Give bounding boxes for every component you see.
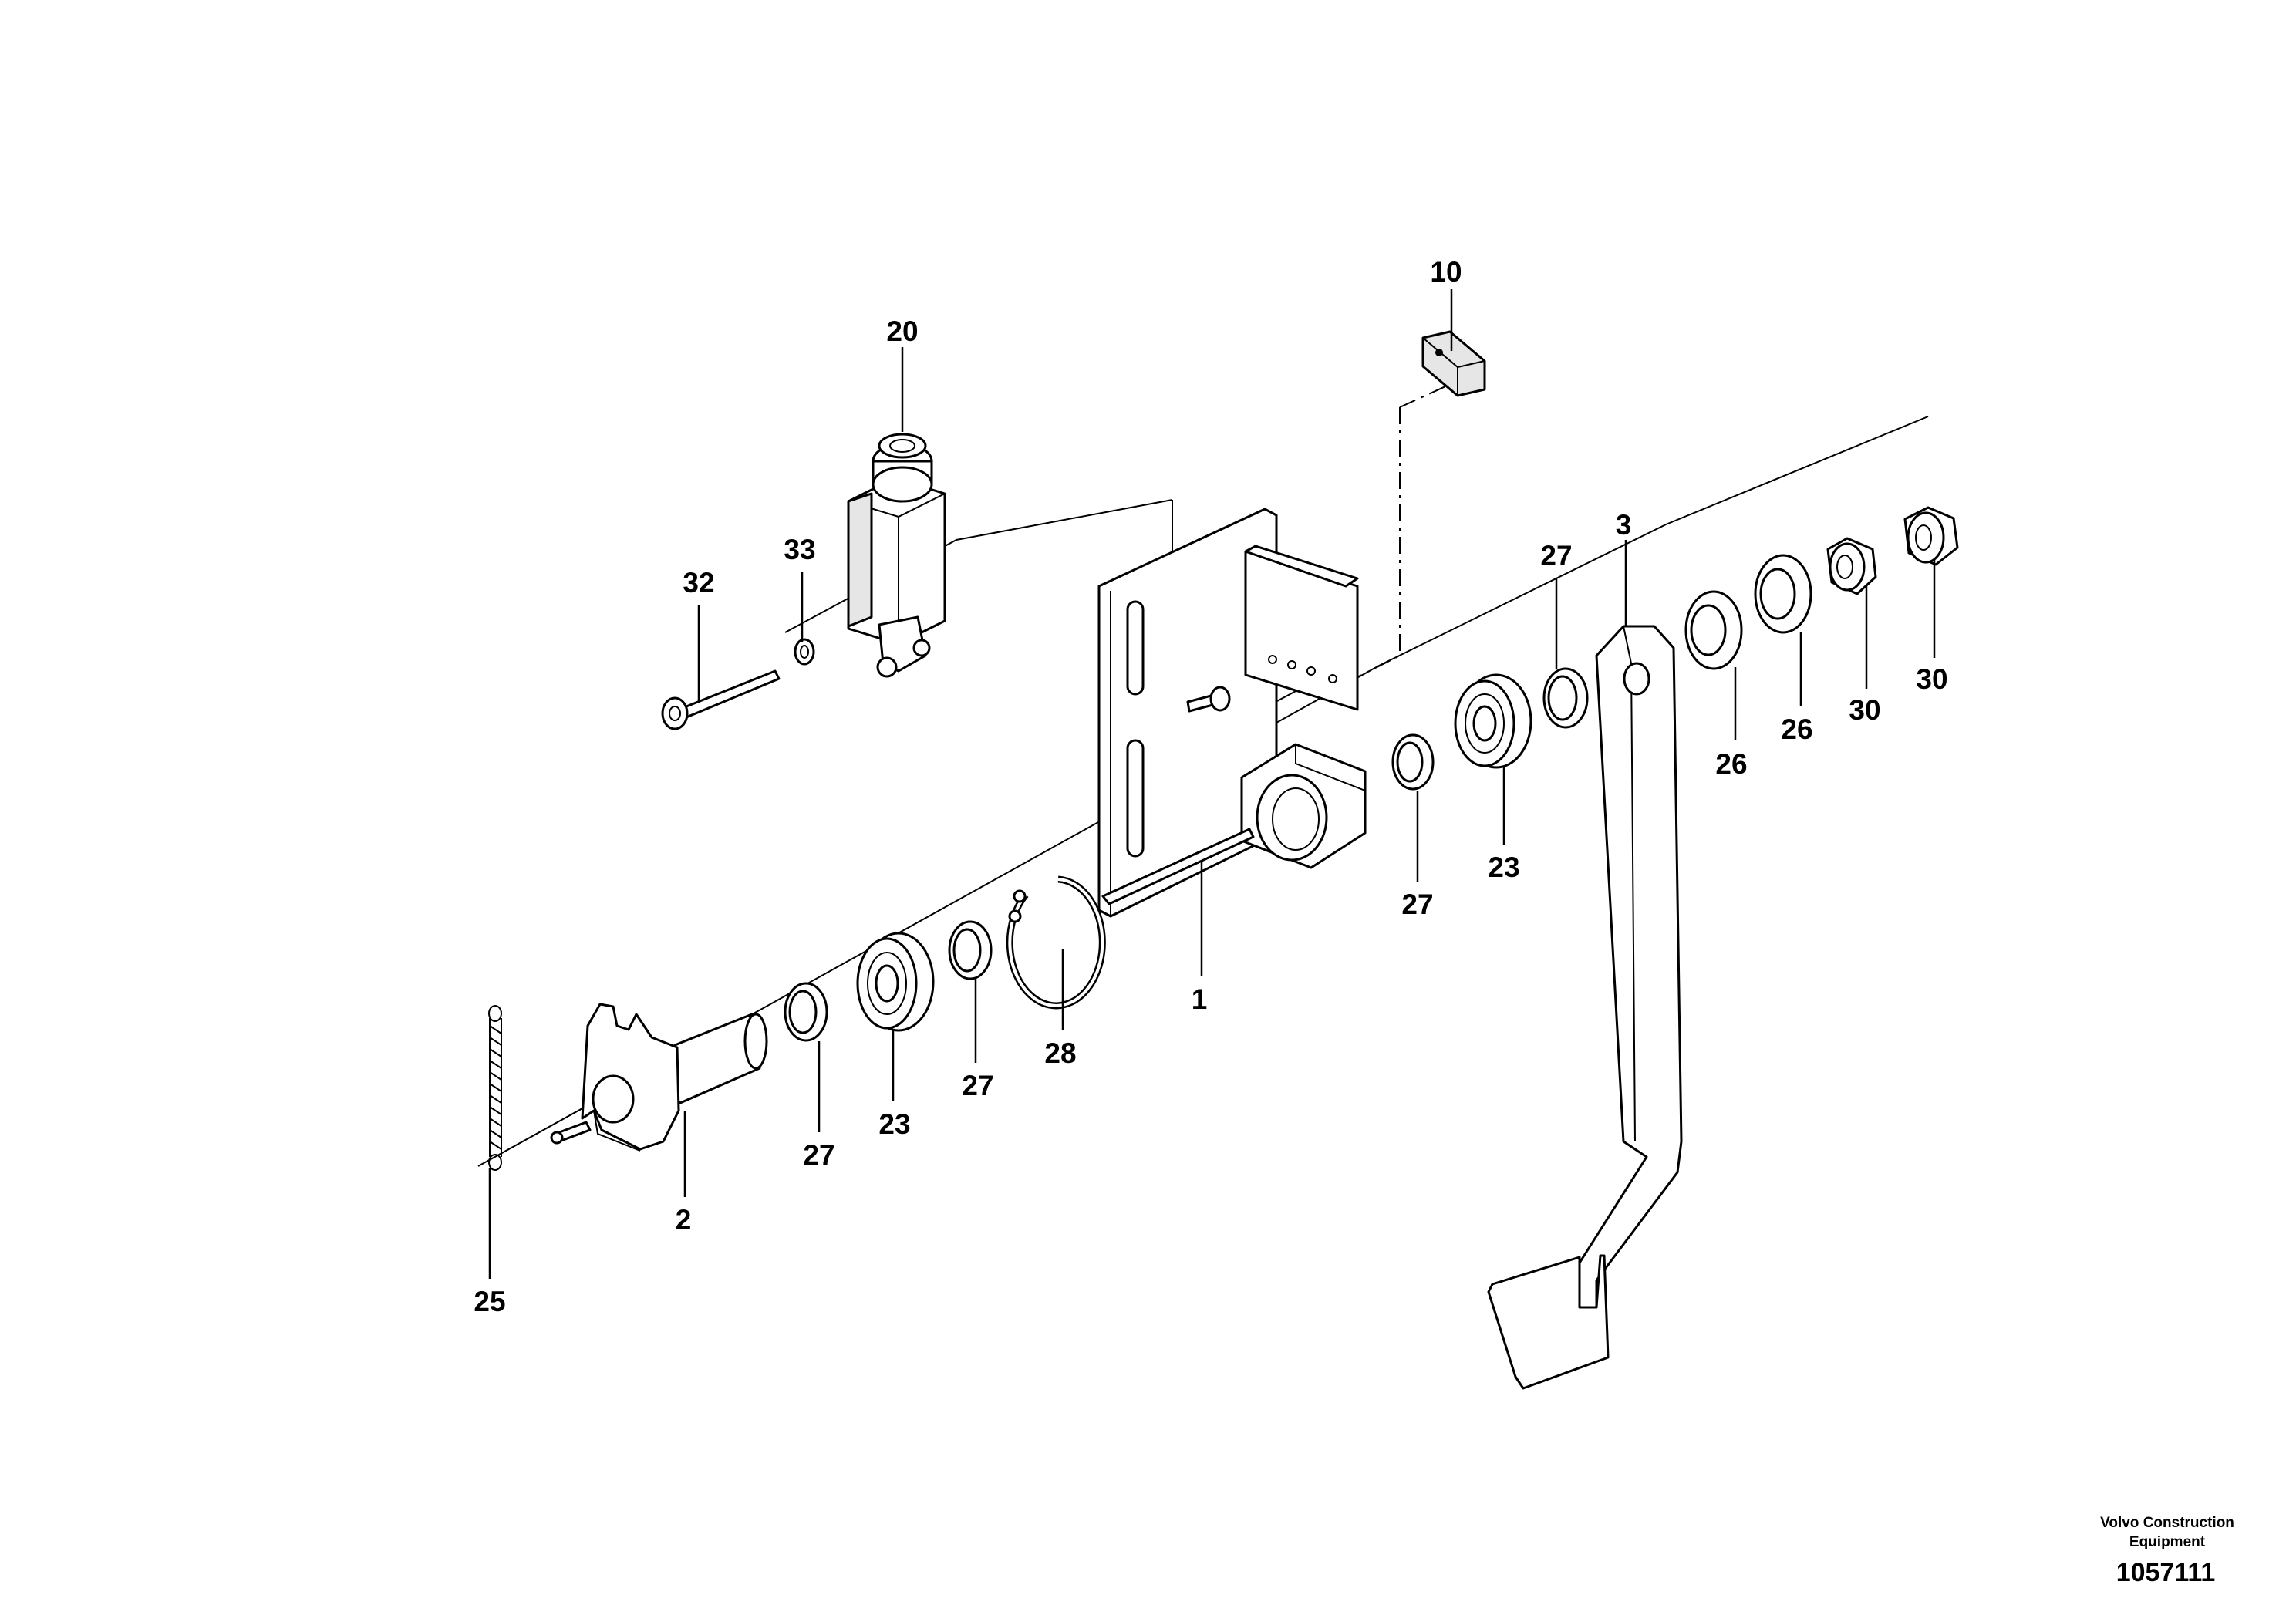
clip-part-10 <box>1421 330 1486 397</box>
callout-33: 33 <box>784 534 815 565</box>
bearing-part-23-lower <box>856 932 935 1032</box>
nut-part-30-right <box>1903 506 1959 566</box>
leader-lines <box>488 289 1936 1279</box>
nut-part-30-left <box>1826 537 1877 595</box>
spacer-part-26-left <box>1684 590 1743 670</box>
washer-part-33-hole <box>800 645 809 659</box>
callout-30-left: 30 <box>1849 694 1880 726</box>
lever-part-2 <box>550 1003 768 1152</box>
callout-26-right: 26 <box>1781 713 1812 745</box>
washer-part-27-middle <box>1391 733 1435 791</box>
circlip-part-28 <box>1006 875 1106 1010</box>
document-number: 1057111 <box>2116 1558 2216 1587</box>
footer: Volvo Construction Equipment 1057111 <box>2100 1515 2234 1587</box>
bearing-part-23-upper <box>1454 673 1532 769</box>
callout-26-left: 26 <box>1715 748 1747 780</box>
callout-20: 20 <box>886 315 918 347</box>
callout-23-upper: 23 <box>1488 851 1519 883</box>
bolt-part-32 <box>661 669 781 730</box>
callout-labels: 20 10 32 33 3 27 27 27 27 23 23 26 26 30… <box>474 256 1947 1317</box>
callout-27-lower-left: 27 <box>803 1139 834 1171</box>
callout-1: 1 <box>1192 983 1208 1015</box>
pedal-arm-part-3 <box>1487 625 1683 1390</box>
brand-line-1: Volvo Construction <box>2100 1515 2234 1531</box>
callout-23-lower: 23 <box>878 1108 910 1140</box>
small-screw <box>1186 686 1231 713</box>
axle-rod <box>1101 828 1255 905</box>
washer-part-27-lower-right <box>948 920 993 980</box>
callout-2: 2 <box>676 1204 692 1236</box>
spring-part-25 <box>488 1005 502 1171</box>
bearing-housing <box>1240 743 1367 869</box>
callout-3: 3 <box>1616 509 1632 541</box>
callout-27-lower-right: 27 <box>962 1070 993 1101</box>
washer-part-27-lower-left <box>784 982 828 1042</box>
callout-27-middle: 27 <box>1401 889 1433 920</box>
fastener-dashed-line-10 <box>1399 375 1470 408</box>
washer-part-33 <box>794 638 815 666</box>
spacer-part-26-right <box>1754 554 1812 634</box>
callout-27-upper: 27 <box>1540 540 1572 572</box>
callout-32: 32 <box>683 567 714 599</box>
callout-25: 25 <box>474 1286 505 1317</box>
callout-10: 10 <box>1430 256 1462 288</box>
switch-part-20 <box>847 433 946 678</box>
fastener-dashed-line <box>1341 407 1401 686</box>
callout-28: 28 <box>1044 1037 1076 1069</box>
brand-line-2: Equipment <box>2129 1534 2206 1550</box>
washer-part-27-right-upper <box>1542 667 1589 729</box>
callout-30-right: 30 <box>1916 663 1947 695</box>
